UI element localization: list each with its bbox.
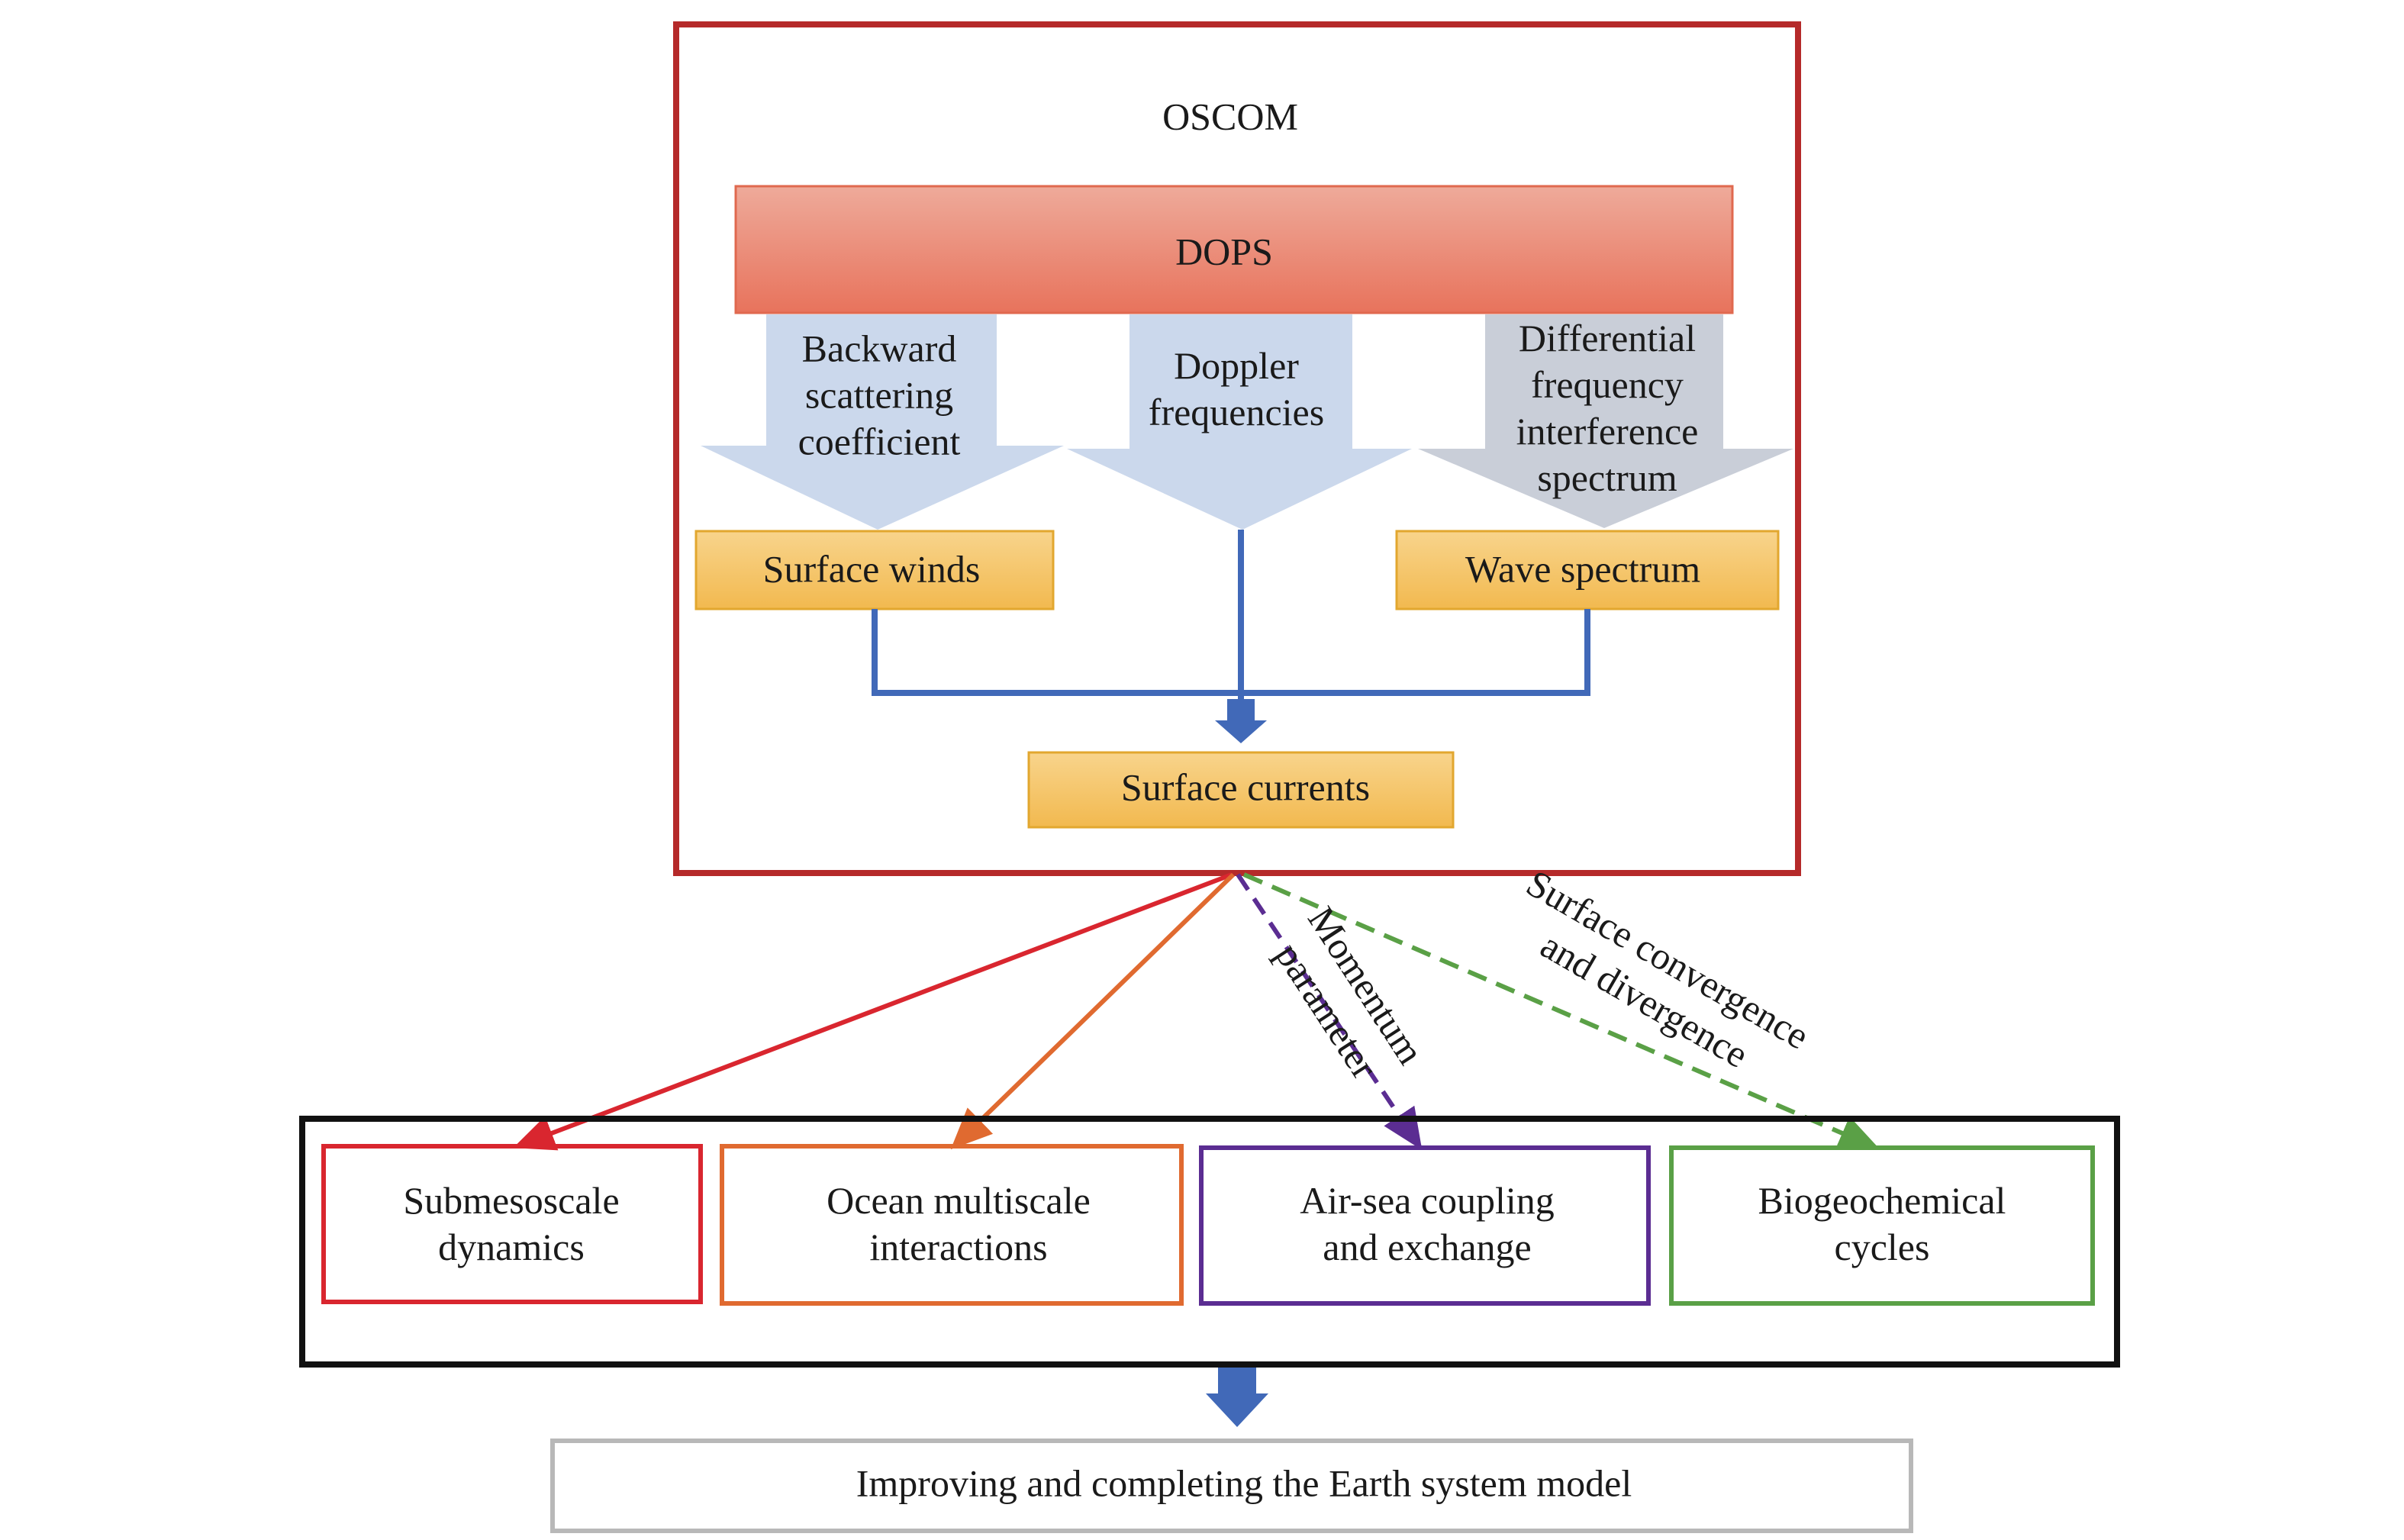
application-box-multiscale [720,1144,1184,1306]
observable-arrow-differential [1418,314,1793,528]
dops-label: DOPS [1175,230,1273,273]
link-momentum [1236,873,1423,1150]
link-multiscale [950,872,1236,1150]
application-box-biogeochemical [1669,1145,2095,1306]
product-box-surface-currents [1027,751,1455,829]
application-label-multiscale: Ocean multiscale interactions [827,1179,1091,1268]
flow-line-winds [872,609,1590,696]
product-box-surface-winds [694,530,1055,611]
observable-arrow-backscatter [701,314,1064,530]
application-label-biogeochemical: Biogeochemical cycles [1758,1179,2006,1268]
product-label-surface-currents: Surface currents [1120,765,1371,809]
outcome-box [550,1439,1913,1533]
outcome-arrow [1206,1368,1268,1427]
outcome-label: Improving and completing the Earth syste… [856,1461,1632,1505]
observable-arrow-doppler [1067,314,1412,530]
observable-label-doppler: Doppler frequencies [1148,344,1325,433]
application-box-air-sea [1199,1145,1651,1306]
product-box-wave-spectrum [1395,530,1780,611]
link-convergence [1242,872,1880,1150]
oscom-frame [673,21,1801,876]
product-label-wave-spectrum: Wave spectrum [1465,547,1701,591]
flow-arrow-currents [1215,699,1267,743]
product-label-surface-winds: Surface winds [762,547,981,591]
application-label-submesoscale: Submesoscale dynamics [403,1179,620,1268]
oscom-title: OSCOM [1162,95,1298,138]
link-submesoscale [513,872,1233,1151]
observable-label-differential: Differential frequency interference spec… [1516,317,1699,499]
observable-label-backscatter: Backward scattering coefficient [798,327,961,463]
application-label-air-sea: Air-sea coupling and exchange [1300,1179,1555,1268]
application-box-submesoscale [321,1144,703,1304]
dops-bar [734,185,1734,314]
applications-frame [299,1116,2120,1368]
